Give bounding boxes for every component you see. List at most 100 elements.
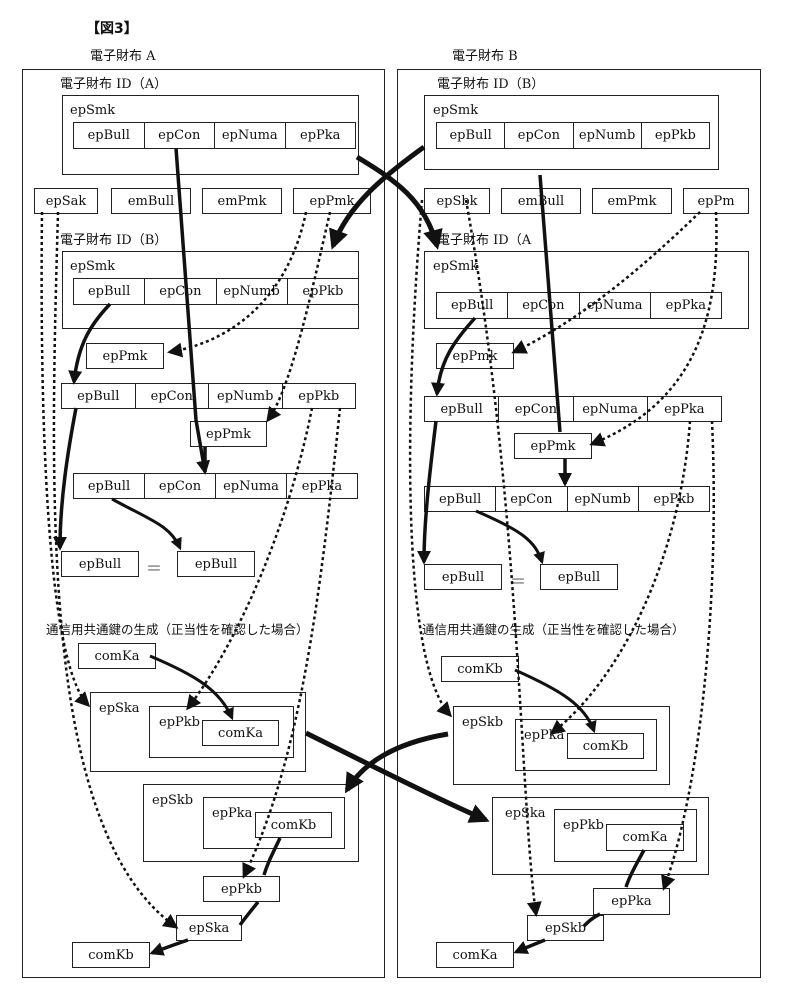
wallet-a-section-label: 通信用共通鍵の生成（正当性を確認した場合） [46, 622, 309, 637]
wallet-a-enc-inner: comKa [202, 720, 279, 746]
wallet-a-equals: ＝ [146, 559, 163, 578]
field: epCon [145, 123, 215, 148]
wallet-a-recv-inner: comKb [255, 812, 332, 838]
wallet-b-equals: ＝ [510, 572, 527, 591]
wallet-b-recv-mid-label: epPkb [563, 818, 604, 833]
wallet-a-key-empmk: emPmk [202, 188, 282, 214]
wallet-a-own-fields: epBull epCon epNuma epPka [73, 122, 356, 149]
field: epCon [499, 397, 574, 421]
wallet-a-dec1: epPkb [203, 876, 280, 902]
field: epNumb [568, 487, 639, 511]
exchange-arrow-a-to-b [355, 154, 443, 250]
wallet-a-own-id-label: 電子財布 ID（A） [60, 77, 168, 92]
b-recv-to-dec1 [624, 849, 646, 888]
field: epBull [425, 487, 497, 511]
a-comka-to-enc [149, 654, 234, 721]
figure-title: 【図3】 [86, 21, 138, 37]
field: epCon [505, 123, 574, 148]
wallet-a-pmk-1: epPmk [86, 343, 164, 369]
field: epBull [74, 123, 145, 148]
wallet-a-recv-mid-label: epPka [212, 806, 253, 821]
field: epCon [496, 487, 568, 511]
field: epPkb [653, 491, 695, 507]
b-comkb-to-enc [514, 668, 597, 734]
field: epBull [437, 123, 506, 148]
wallet-b-result: comKa [436, 942, 514, 968]
wallet-a-dec2: epSka [176, 915, 242, 941]
b-row3bull-to-cmp [475, 509, 545, 565]
field: epNumb [574, 123, 642, 148]
field: epNuma [574, 397, 648, 421]
wallet-a-panel [22, 69, 385, 978]
field: epPka [664, 401, 705, 417]
wallet-b-panel [397, 69, 761, 978]
b-dec1-to-dec2 [582, 912, 601, 928]
field: epBull [74, 279, 146, 304]
field: epPka [300, 128, 341, 143]
field: epPkb [654, 128, 696, 143]
wallet-b-own-id-label: 電子財布 ID（B） [437, 77, 545, 92]
wallet-a-compare-right: epBull [177, 551, 255, 577]
b-row2bull-to-cmp [417, 420, 438, 565]
field: epNumb [217, 279, 288, 304]
wallet-a-enc-outer-label: epSka [99, 701, 140, 716]
b-dot-epsbk-to-enc [408, 199, 453, 718]
wallet-a-header: 電子財布 A [90, 49, 156, 64]
exchange-enc-a-to-b [304, 730, 490, 823]
field: epCon [145, 279, 217, 304]
a-row3bull-to-cmp [111, 497, 182, 551]
wallet-b-compare-left: epBull [424, 564, 502, 590]
wallet-b-recv-inner: comKa [606, 824, 684, 851]
wallet-b-header: 電子財布 B [452, 49, 518, 64]
wallet-a-compare-left: epBull [61, 551, 139, 577]
a-bull-to-pmk1 [68, 302, 112, 385]
field: epNuma [580, 293, 651, 318]
b-bull-to-pmk1 [431, 316, 477, 397]
a-dot-epsak-to-dec2 [52, 211, 179, 929]
b-dot-epsbk-to-dec2 [464, 199, 542, 917]
b-epcon-to-pmk2 [538, 174, 562, 433]
a-row2bull-to-cmp [53, 407, 78, 551]
wallet-a-key-epsak: epSak [34, 188, 98, 214]
field: epBull [74, 474, 145, 498]
wallet-a-peer-smk: epSmk [70, 259, 116, 274]
wallet-a-pmk-2: epPmk [190, 421, 267, 447]
field: epCon [508, 293, 580, 318]
wallet-b-compare-right: epBull [540, 564, 618, 590]
wallet-a-peer-fields: epBull epCon epNumb epPkb [73, 278, 359, 305]
b-dot-pka-to-dec1 [661, 420, 715, 891]
a-dec1-to-dec2 [238, 900, 260, 927]
b-dec2-to-result [513, 938, 546, 954]
wallet-b-key-eppm: epPm [683, 188, 749, 214]
b-dot-eppm-to-pmk2 [589, 211, 718, 447]
wallet-b-own-smk: epSmk [433, 103, 479, 118]
field: epPka [665, 298, 707, 313]
a-dot-pkb-to-enc [186, 407, 314, 711]
field: epNumb [209, 384, 283, 408]
exchange-enc-b-to-a [344, 731, 449, 794]
field: epPkb [298, 388, 340, 404]
b-dot-pka-to-enc [549, 420, 692, 735]
wallet-a-row2: epBull epCon epNumb epPkb [61, 383, 356, 409]
a-dec2-to-result [149, 938, 189, 956]
wallet-b-enc-outer-label: epSkb [462, 715, 504, 730]
wallet-b-peer-id-label: 電子財布 ID（A [437, 233, 532, 248]
exchange-arrow-b-to-a [329, 144, 426, 250]
field: epBull [425, 397, 500, 421]
wallet-a-own-smk: epSmk [70, 103, 116, 118]
a-dot-eppmk-to-pmk1 [167, 211, 308, 358]
wallet-b-peer-smk: epSmk [433, 259, 479, 274]
a-epcon-to-row3 [174, 147, 210, 475]
field: epBull [62, 384, 136, 408]
a-recv-to-dec1 [262, 837, 282, 876]
field: epCon [145, 474, 216, 498]
a-dot-eppmk-to-pmk2 [266, 211, 332, 423]
wallet-b-recv-outer-label: epSka [505, 806, 546, 821]
b-dot-eppm-to-pmk1 [511, 211, 701, 354]
field: epPkb [302, 284, 344, 299]
wallet-b-com-key: comKb [441, 656, 519, 682]
wallet-a-com-key: comKa [78, 643, 156, 669]
wallet-a-peer-id-label: 電子財布 ID（B） [60, 233, 168, 248]
